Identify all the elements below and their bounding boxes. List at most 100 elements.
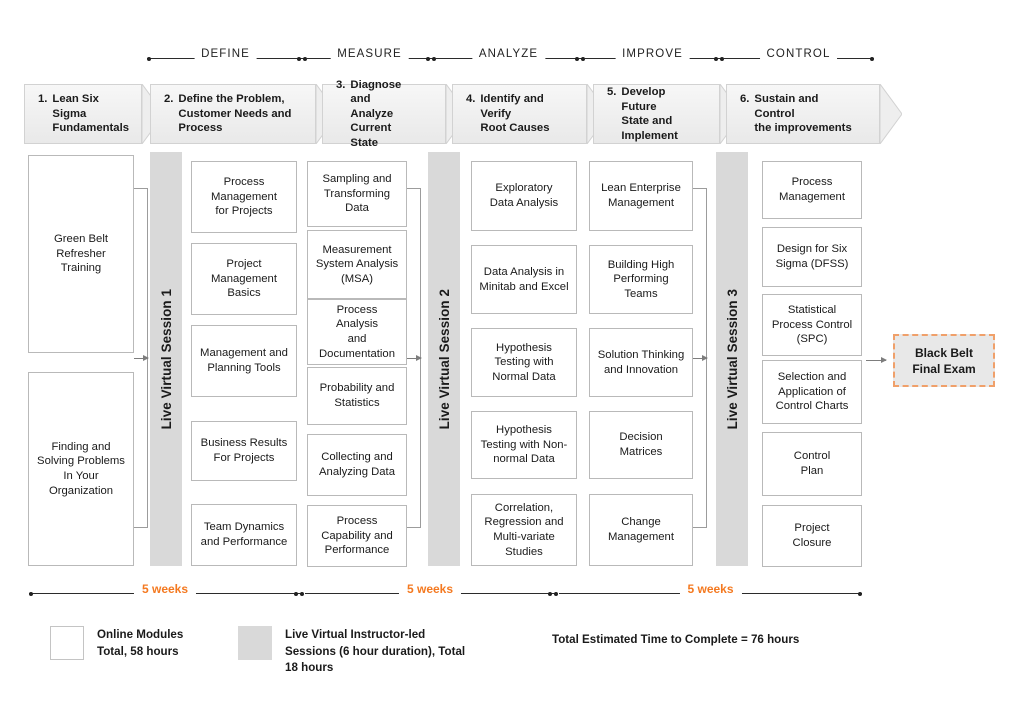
weeks-track-3: 5 weeks [559,582,862,603]
connector-arrow-exam [866,357,887,363]
live-virtual-session-2-label: Live Virtual Session 2 [436,288,452,430]
weeks-track-2: 5 weeks [305,582,558,603]
legend-total-time: Total Estimated Time to Complete = 76 ho… [552,633,800,646]
chevron-3-number: 3. [336,78,346,91]
chevron-2-label: 2. Define the Problem,Customer Needs and… [151,92,313,136]
live-virtual-session-3[interactable]: Live Virtual Session 3 [716,152,748,566]
phase-label-analyze: ANALYZE [471,48,546,60]
live-virtual-session-1[interactable]: Live Virtual Session 1 [150,152,182,566]
phase-tick-end [297,56,301,61]
phase-tick-end [720,56,724,61]
weeks-label-1: 5 weeks [133,582,197,596]
live-virtual-session-1-label: Live Virtual Session 1 [158,288,174,430]
weeks-tick-start [29,591,33,596]
connector-arrow-1 [134,355,149,361]
weeks-tick-end [294,591,298,596]
live-virtual-session-3-label: Live Virtual Session 3 [724,288,740,430]
live-session-swatch [238,626,272,660]
phase-label-improve: IMPROVE [615,48,690,60]
phase-tick-end [432,56,436,61]
phase-tick-end [426,56,430,61]
chevron-6-point [880,84,902,144]
weeks-label-3: 5 weeks [679,582,742,596]
phase-track-improve: IMPROVE [584,48,724,68]
chevron-1-number: 1. [38,93,48,106]
connector-arrow-2 [407,355,422,361]
chevron-2[interactable]: 2. Define the Problem,Customer Needs and… [150,84,316,144]
weeks-track-1: 5 weeks [29,582,304,603]
legend-online-modules: Online Modules Total, 58 hours [50,626,183,660]
phase-tick-end [575,56,579,61]
weeks-tick-end [300,591,304,596]
phase-track-control: CONTROL [723,48,874,68]
phase-tick-end [581,56,585,61]
weeks-tick-end [858,591,862,596]
phase-track-define: DEFINE [147,48,307,68]
phase-track-analyze: ANALYZE [435,48,585,68]
phase-tick-start [147,56,151,61]
phase-label-measure: MEASURE [330,48,409,60]
phase-label-define: DEFINE [194,48,257,60]
live-virtual-session-2[interactable]: Live Virtual Session 2 [428,152,460,566]
